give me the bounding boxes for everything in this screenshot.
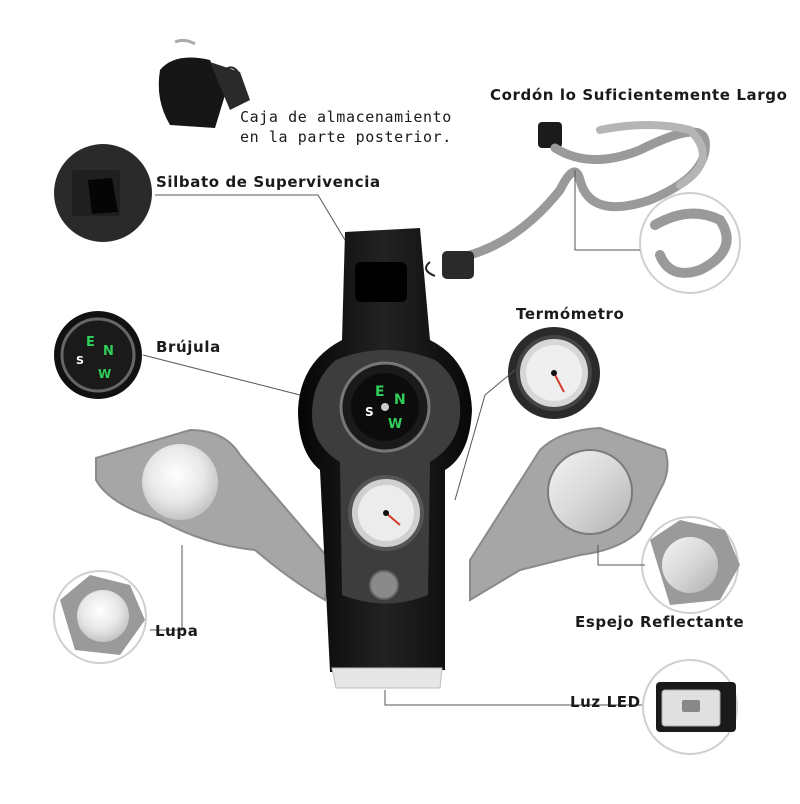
magnifier-arm bbox=[95, 428, 332, 602]
detail-compass: E N W S bbox=[54, 311, 142, 399]
svg-text:W: W bbox=[98, 367, 111, 381]
detail-whistle bbox=[54, 144, 152, 242]
mirror-disc bbox=[547, 449, 633, 535]
detail-led bbox=[642, 659, 738, 755]
svg-text:E: E bbox=[86, 335, 95, 350]
magnifier-lens bbox=[142, 444, 218, 520]
led-lens bbox=[331, 667, 443, 689]
svg-text:N: N bbox=[394, 392, 406, 408]
svg-text:E: E bbox=[375, 384, 385, 400]
lanyard-label: Cordón lo Suficientemente Largo bbox=[490, 86, 788, 104]
storage-label-line-1: Caja de almacenamiento bbox=[240, 108, 452, 126]
detail-thermometer bbox=[508, 327, 600, 419]
detail-storage bbox=[157, 38, 253, 143]
svg-text:S: S bbox=[365, 405, 374, 419]
led-label: Luz LED bbox=[570, 693, 641, 711]
mirror-arm bbox=[469, 426, 669, 602]
thermometer-label: Termómetro bbox=[516, 305, 625, 323]
compass-label: Brújula bbox=[156, 338, 221, 356]
svg-text:N: N bbox=[103, 344, 114, 359]
svg-text:S: S bbox=[76, 354, 84, 367]
mirror-label: Espejo Reflectante bbox=[575, 613, 745, 631]
storage-label: Caja de almacenamiento en la parte poste… bbox=[240, 107, 452, 147]
detail-lanyard bbox=[639, 192, 741, 294]
light-button bbox=[369, 570, 399, 600]
whistle-label: Silbato de Supervivencia bbox=[156, 173, 381, 191]
lanyard bbox=[425, 121, 710, 279]
detail-magnifier bbox=[53, 570, 147, 664]
storage-label-line-2: en la parte posterior. bbox=[240, 128, 452, 146]
svg-text:W: W bbox=[388, 417, 402, 432]
leader-lines bbox=[142, 170, 645, 706]
detail-mirror bbox=[641, 516, 740, 614]
whistle-body: E N W S bbox=[298, 228, 472, 689]
whistle-mouth bbox=[355, 262, 407, 302]
magnifier-label: Lupa bbox=[155, 622, 199, 640]
